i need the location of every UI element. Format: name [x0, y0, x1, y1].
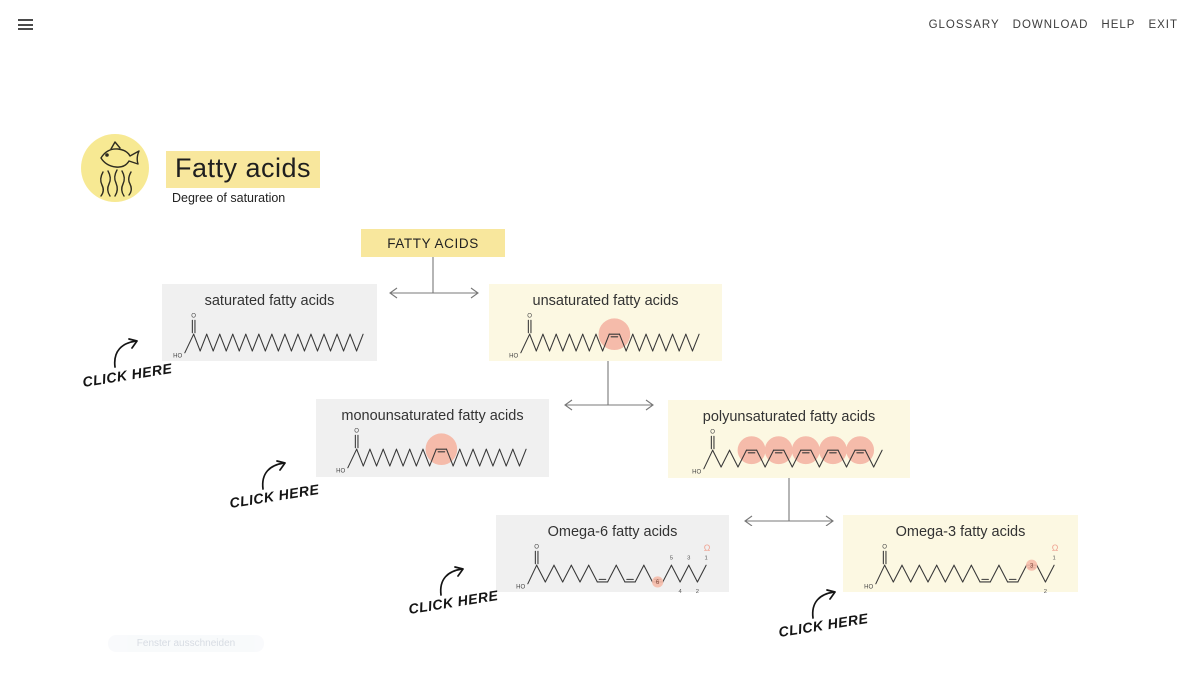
curved-arrow-icon [439, 566, 464, 596]
curved-arrow-icon [261, 460, 286, 490]
svg-text:HO: HO [864, 584, 873, 590]
monounsaturated-structure-diagram: HO O [336, 428, 527, 474]
svg-text:2: 2 [695, 589, 698, 595]
svg-text:HO: HO [516, 584, 525, 590]
svg-text:O: O [191, 313, 196, 319]
fading-tooltip: Fenster ausschneiden [108, 635, 264, 652]
node-title: Omega-6 fatty acids [547, 524, 678, 540]
curved-arrow-icon [113, 338, 138, 368]
svg-text:1: 1 [704, 556, 707, 562]
omega-6-structure-diagram: HO O 6 1 2 3 4 5 Ω [516, 543, 711, 595]
saturated-structure-diagram: HO O [173, 313, 364, 359]
node-title: polyunsaturated fatty acids [702, 409, 876, 425]
node-title: unsaturated fatty acids [532, 293, 679, 309]
svg-text:HO: HO [336, 468, 345, 474]
polyunsaturated-structure-diagram: HO O [692, 429, 883, 475]
node-polyunsaturated-fatty-acids[interactable]: polyunsaturated fatty acids HO O [668, 400, 910, 478]
top-navigation: GLOSSARY DOWNLOAD HELP EXIT [929, 19, 1178, 31]
page-title: Fatty acids [166, 151, 321, 188]
page-subtitle: Degree of saturation [172, 191, 286, 205]
node-monounsaturated-fatty-acids[interactable]: monounsaturated fatty acids HO O [316, 399, 549, 477]
svg-text:O: O [882, 544, 887, 550]
node-title: Omega-3 fatty acids [895, 524, 1026, 540]
svg-text:Ω: Ω [703, 543, 710, 553]
nav-help[interactable]: HELP [1101, 19, 1136, 31]
svg-text:3: 3 [687, 556, 690, 562]
svg-text:HO: HO [692, 469, 701, 475]
unsaturated-structure-diagram: HO O [509, 313, 700, 359]
fish-seaweed-logo-icon [81, 134, 149, 202]
svg-text:O: O [527, 313, 532, 319]
svg-text:HO: HO [173, 353, 182, 359]
svg-text:3: 3 [1029, 563, 1033, 569]
node-title: saturated fatty acids [204, 293, 335, 309]
svg-text:O: O [354, 428, 359, 434]
omega-3-structure-diagram: HO O 3 1 2 Ω [864, 543, 1059, 595]
svg-text:4: 4 [678, 589, 682, 595]
connector-polyunsaturated-split [744, 478, 834, 526]
node-unsaturated-fatty-acids[interactable]: unsaturated fatty acids HO O [489, 284, 722, 361]
nav-glossary[interactable]: GLOSSARY [928, 19, 1000, 31]
svg-text:Ω: Ω [1051, 543, 1058, 553]
node-saturated-fatty-acids[interactable]: saturated fatty acids HO O [162, 284, 377, 361]
nav-download[interactable]: DOWNLOAD [1012, 19, 1089, 31]
svg-text:2: 2 [1043, 589, 1046, 595]
node-omega-6-fatty-acids[interactable]: Omega-6 fatty acids HO O 6 1 2 3 4 5 Ω [496, 515, 729, 595]
hamburger-menu-icon[interactable] [18, 19, 33, 32]
connector-unsaturated-split [564, 361, 654, 411]
node-omega-3-fatty-acids[interactable]: Omega-3 fatty acids HO O 3 1 2 Ω [843, 515, 1078, 595]
curved-arrow-icon [811, 589, 836, 619]
diagram-root-fatty-acids: FATTY ACIDS [361, 229, 505, 257]
connector-root-split [389, 257, 479, 299]
node-title: monounsaturated fatty acids [341, 408, 524, 424]
nav-exit[interactable]: EXIT [1148, 19, 1178, 31]
svg-text:HO: HO [509, 353, 518, 359]
svg-text:1: 1 [1052, 556, 1055, 562]
svg-text:6: 6 [655, 580, 659, 586]
svg-text:O: O [710, 429, 715, 435]
svg-text:O: O [534, 544, 539, 550]
svg-text:5: 5 [669, 556, 673, 562]
